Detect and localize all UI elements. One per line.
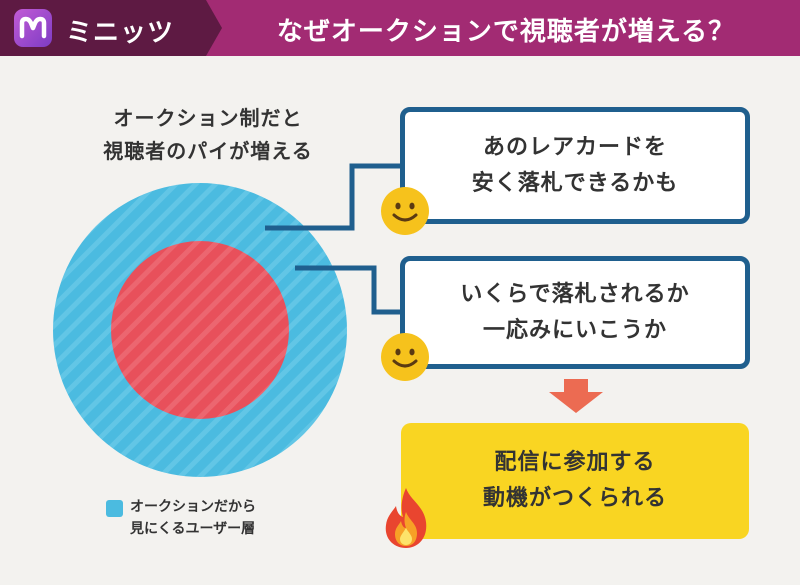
- caption-line-1: オークション制だと: [113, 106, 303, 130]
- thought-box-2-line-1: いくらで落札されるか: [460, 281, 690, 307]
- diagram-caption: オークション制だと 視聴者のパイが増える: [58, 102, 358, 168]
- page-title: なぜオークションで視聴者が増える？: [276, 17, 736, 47]
- down-arrow-icon: [549, 379, 603, 413]
- result-line-2: 動機がつくられる: [482, 486, 667, 511]
- legend-line-1: オークションだから: [130, 499, 256, 515]
- smiley-face-icon: [381, 187, 429, 235]
- thought-box-1-line-1: あのレアカードを: [482, 134, 667, 160]
- legend-line-2: 見にくるユーザー層: [130, 521, 256, 537]
- header-bar: ミニッツ なぜオークションで視聴者が増える？: [0, 0, 800, 56]
- caption-line-2: 視聴者のパイが増える: [103, 139, 313, 163]
- inner-circle: [111, 241, 289, 419]
- thought-box-2: いくらで落札されるか 一応みにいこうか: [400, 256, 750, 369]
- thought-box-1-line-2: 安く落札できるかも: [471, 170, 679, 196]
- legend-swatch: [106, 500, 123, 517]
- thought-box-1: あのレアカードを 安く落札できるかも: [400, 107, 750, 224]
- legend-text: オークションだから 見にくるユーザー層: [130, 496, 320, 540]
- result-line-1: 配信に参加する: [494, 450, 656, 475]
- smiley-face-icon: [381, 333, 429, 381]
- header-background: [0, 0, 800, 56]
- brand-name: ミニッツ: [66, 18, 175, 48]
- thought-box-2-line-2: 一応みにいこうか: [482, 317, 667, 343]
- connector-line-1: [265, 163, 400, 231]
- fire-icon: [385, 488, 427, 548]
- result-box: 配信に参加する 動機がつくられる: [401, 423, 749, 539]
- minitz-logo-icon: [14, 9, 52, 47]
- connector-line-2: [295, 265, 400, 315]
